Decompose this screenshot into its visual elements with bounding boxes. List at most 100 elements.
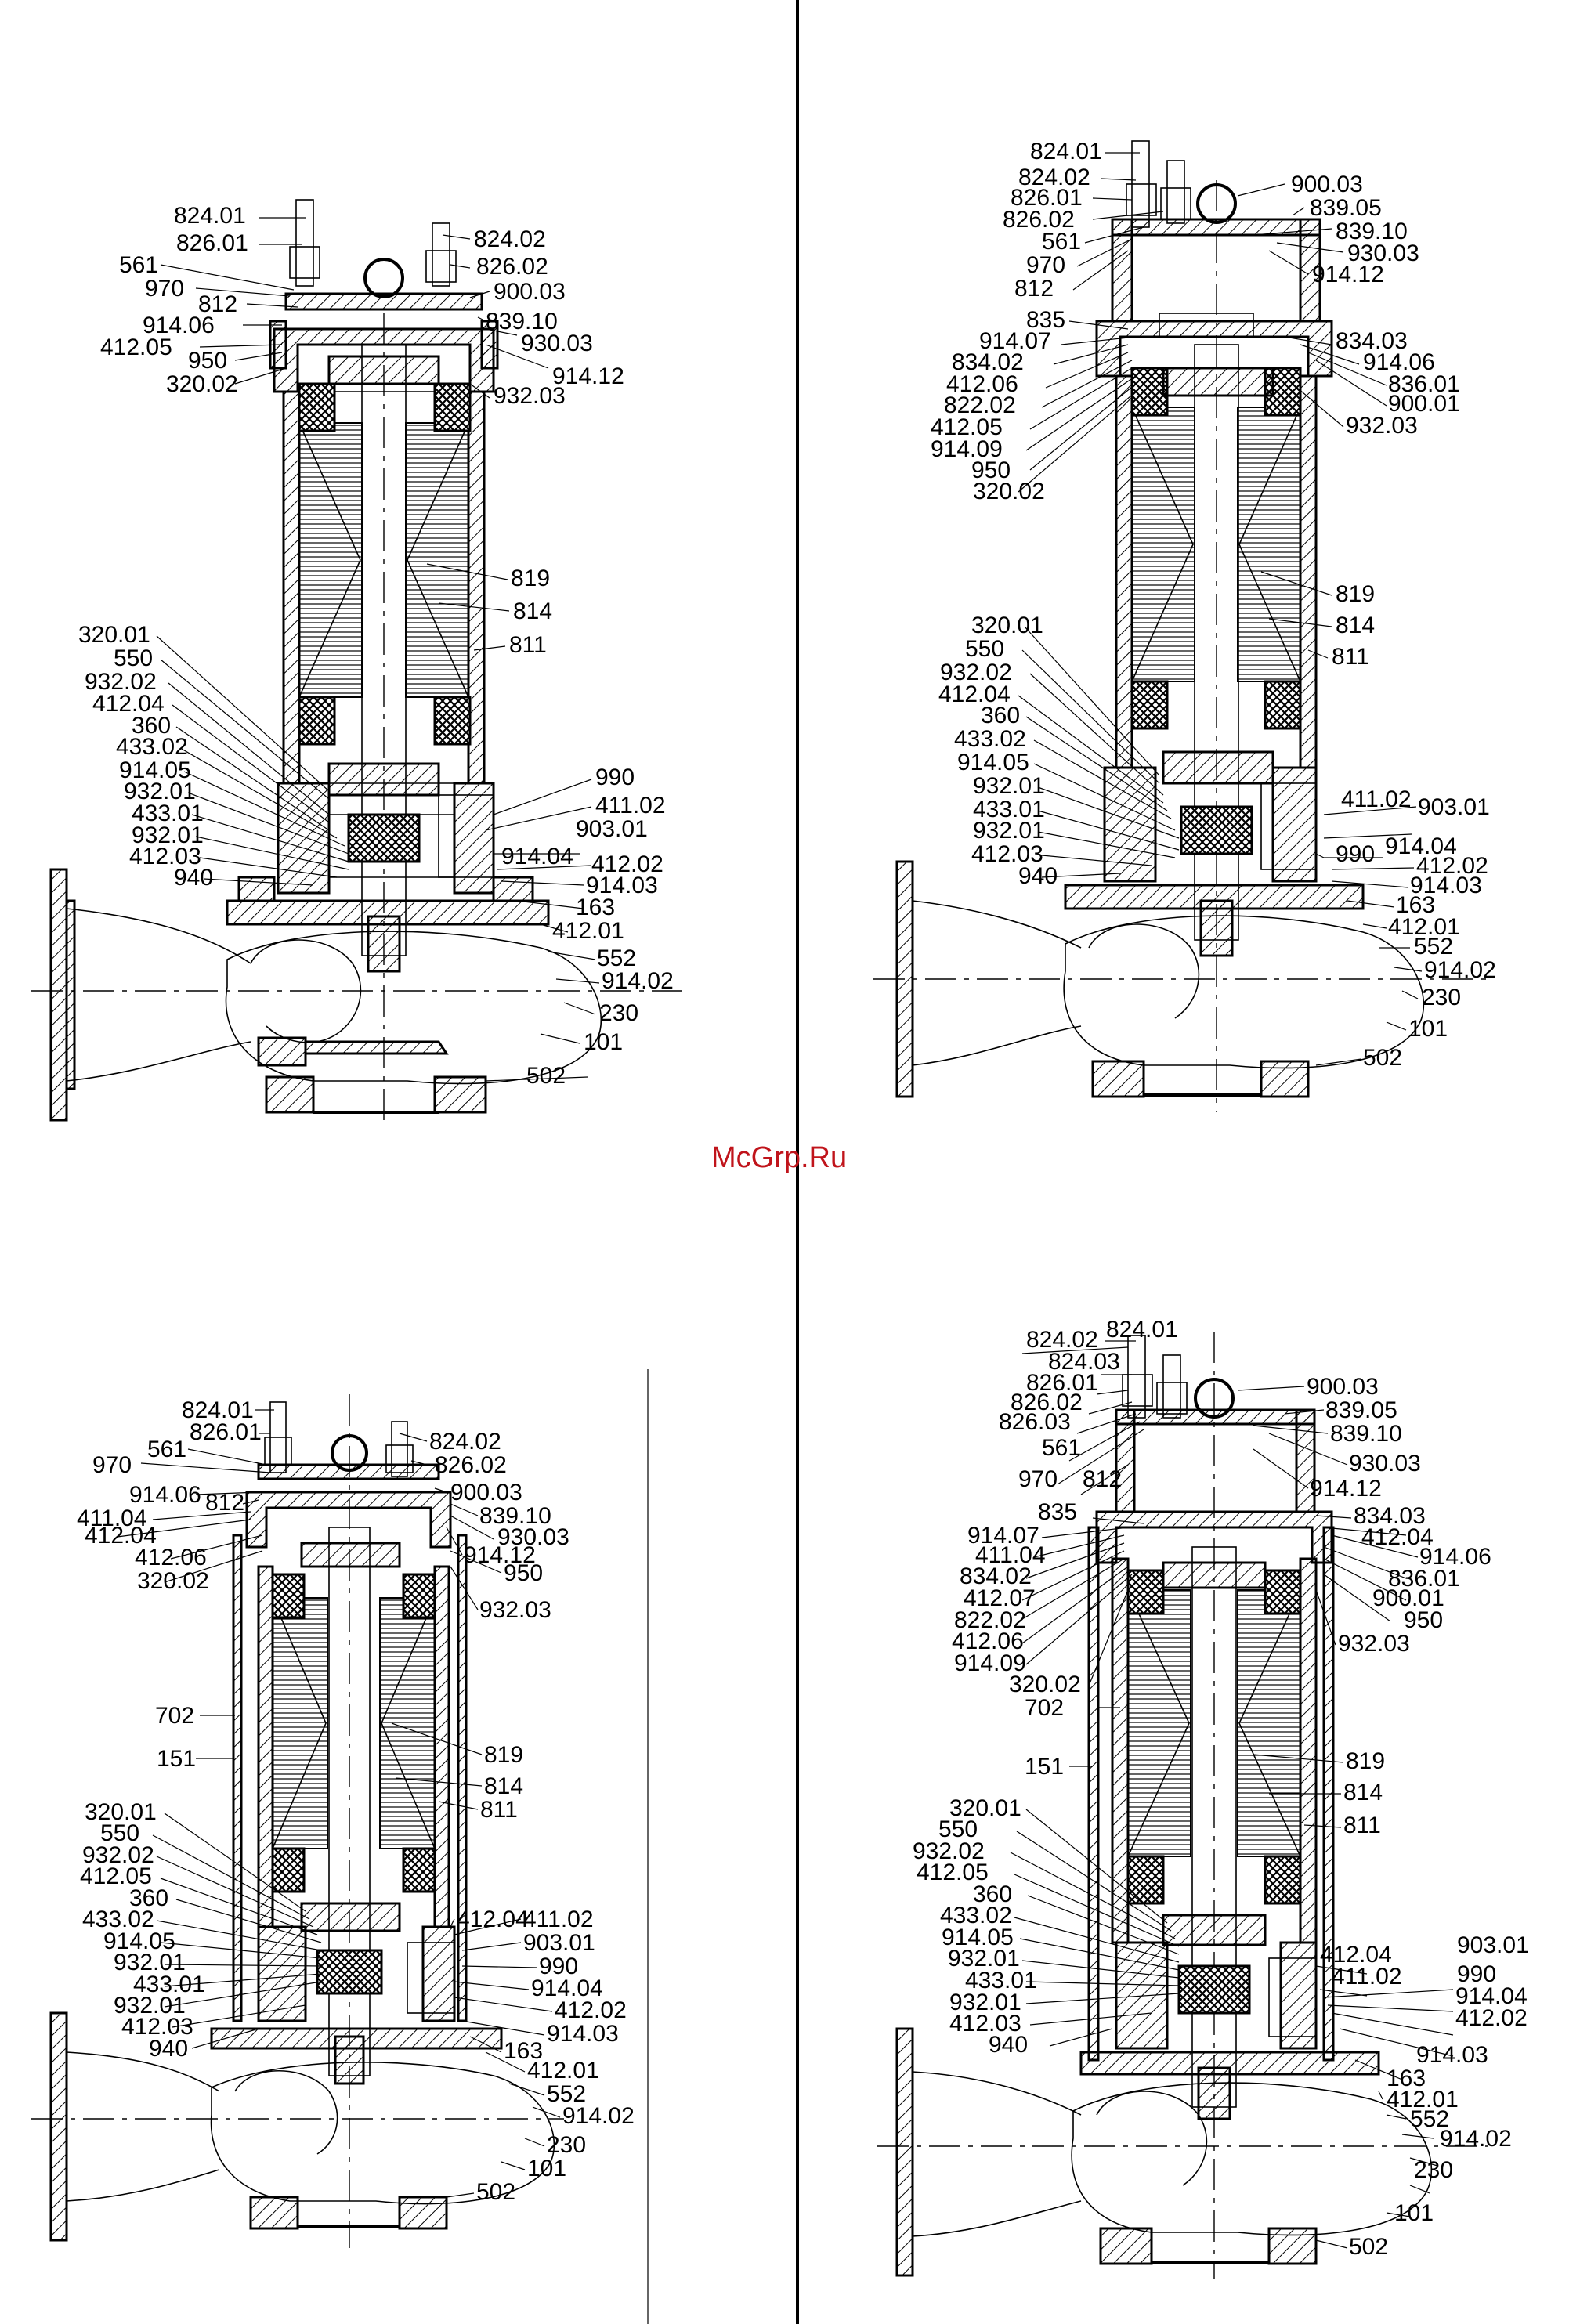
upper-bearing [327,355,440,385]
label: 412.05 [917,1860,989,1885]
lower-bearing [327,762,440,797]
label: 550 [114,645,153,671]
label: 412.03 [129,844,201,869]
label: 433.01 [973,797,1045,822]
label: 814 [513,598,552,624]
volute-casing [1071,2082,1433,2236]
label: 811 [480,1797,518,1823]
label: 930.03 [521,331,593,356]
label: 360 [129,1885,168,1911]
label: 412.05 [931,414,1003,440]
label: 824.02 [1026,1327,1098,1353]
label: 824.01 [1030,139,1102,164]
label: 970 [1026,252,1065,278]
label: 990 [595,764,635,790]
label: 811 [509,632,547,658]
label: 433.02 [954,726,1026,752]
label: 914.02 [562,2103,635,2129]
label: 502 [1363,1045,1402,1071]
label: 914.03 [1410,873,1482,898]
label: 932.01 [132,822,204,848]
label: 819 [484,1742,523,1768]
label: 826.02 [476,254,548,280]
cable-entry-left [1127,1335,1146,1419]
label: 412.04 [92,691,165,717]
label: 835 [1026,307,1065,333]
label: 550 [100,1820,139,1846]
label: 412.05 [80,1863,152,1889]
label: 914.06 [143,313,215,338]
label: 552 [547,2081,586,2107]
label: 932.02 [913,1838,985,1864]
terminal-box-top [1111,218,1321,237]
pump-drawing-top-left: 824.01 826.01 561 970 812 914.06 412.05 … [31,199,682,1128]
impeller-hub [1199,899,1234,957]
motor-housing-wall-left [282,390,301,785]
label: 552 [1410,2106,1449,2132]
label: 826.03 [999,1409,1071,1435]
label: 834.02 [960,1563,1032,1589]
label: 411.02 [595,793,666,819]
stator-winding-left [298,422,363,698]
cooling-jacket-left [232,1534,243,2022]
label: 834.03 [1354,1503,1426,1529]
label: 411.02 [1332,1964,1402,1990]
mechanical-seal [1177,1964,1251,2015]
label: 839.10 [479,1503,551,1529]
label: 914.05 [103,1928,175,1954]
label: 932.02 [82,1842,154,1868]
label: 914.04 [501,844,573,869]
label: 819 [1346,1748,1385,1774]
label: 950 [971,457,1011,483]
label: 411.02 [523,1907,594,1932]
cable-entry-left [295,199,314,287]
label: 990 [539,1954,578,1979]
label: 834.02 [952,349,1024,375]
label: 826.01 [190,1419,262,1445]
label: 550 [965,636,1004,662]
discharge-flange [49,2011,68,2242]
label: 914.06 [1419,1544,1491,1570]
label: 411.02 [1341,786,1412,812]
label: 839.10 [1330,1421,1402,1447]
stator-winding-right [379,1597,436,1849]
label: 412.06 [135,1545,207,1570]
label: 812 [198,291,237,317]
label: 101 [1408,1016,1448,1042]
label: 914.02 [1440,2126,1512,2152]
label: 320.01 [971,613,1043,638]
label: 360 [132,713,171,739]
pump-drawing-bottom-right: 824.02 824.01 824.03 826.01 826.02 826.0… [877,1317,1529,2279]
label: 412.04 [85,1523,157,1549]
lifting-eye [1196,183,1237,224]
label: 411.04 [975,1542,1046,1568]
label: 433.01 [133,1972,205,1997]
label: 836.01 [1388,1566,1460,1592]
label: 836.01 [1388,371,1460,397]
impeller-hub [1197,2066,1231,2120]
label: 814 [484,1773,523,1799]
label: 914.12 [552,363,624,389]
label: 824.03 [1048,1349,1120,1375]
label: 930.03 [1349,1451,1421,1476]
label: 932.01 [124,779,196,804]
label: 412.01 [552,918,624,944]
label: 930.03 [1347,240,1419,266]
label: 412.05 [100,334,172,360]
label: 320.02 [166,371,238,397]
label: 822.02 [944,392,1016,418]
label: 163 [576,895,615,920]
label: 914.07 [979,328,1051,354]
label: 940 [1018,863,1058,889]
label: 552 [1414,934,1453,960]
label: 914.09 [931,436,1003,462]
label: 824.01 [1106,1317,1178,1343]
impeller-hub [334,2035,365,2085]
label: 903.01 [576,816,648,842]
stator-winding-right [1237,407,1301,682]
label: 412.03 [949,2011,1021,2037]
label: 412.01 [1388,914,1460,940]
lifting-eye [1194,1378,1235,1419]
label: 561 [1042,1435,1081,1461]
label: 932.03 [494,383,566,409]
